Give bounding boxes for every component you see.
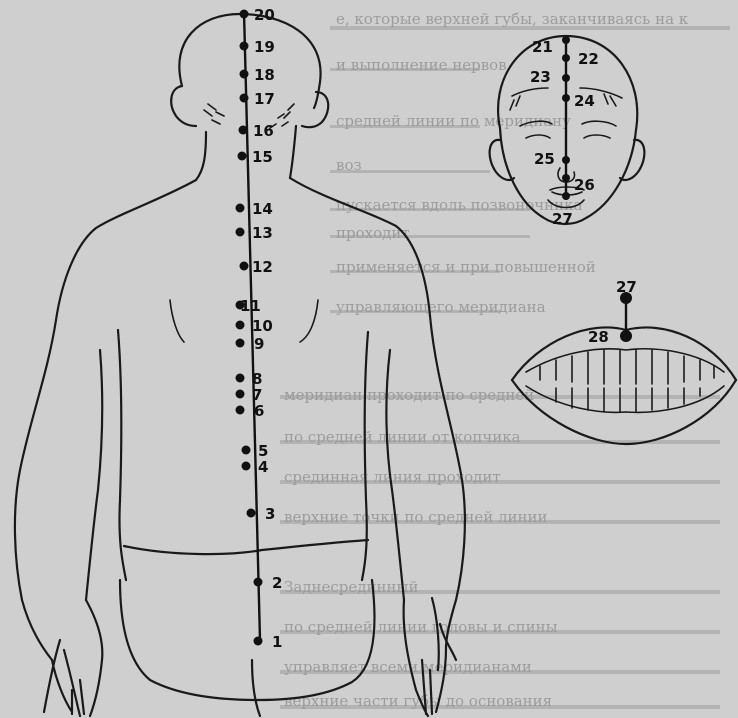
back-point-label-7: 7	[252, 386, 262, 404]
back-point-3	[247, 509, 256, 518]
background-text-line: верхние точки по средней линии	[284, 508, 547, 526]
back-point-label-10: 10	[252, 317, 273, 335]
back-point-label-8: 8	[252, 370, 262, 388]
background-text-line: воз	[336, 156, 362, 174]
back-point-label-1: 1	[272, 633, 282, 651]
back-point-8	[236, 374, 245, 383]
background-text-line: Заднесрединный	[284, 578, 418, 596]
back-point-2	[254, 578, 263, 587]
back-point-label-2: 2	[272, 574, 282, 592]
back-point-label-16: 16	[253, 122, 274, 140]
mouth-figure	[512, 300, 736, 444]
mouth-point-label-28: 28	[588, 328, 609, 346]
back-point-label-5: 5	[258, 442, 268, 460]
back-point-15	[238, 152, 247, 161]
face-point-27	[562, 192, 570, 200]
back-point-17	[240, 94, 249, 103]
back-point-label-13: 13	[252, 224, 273, 242]
background-text-line: по средней линии от копчика	[284, 428, 521, 446]
back-point-7	[236, 390, 245, 399]
back-point-4	[242, 462, 251, 471]
background-text-line: меридиан проходит по средней	[284, 386, 534, 404]
background-text-line: по средней линии головы и спины	[284, 618, 558, 636]
background-text-line: и выполнение нервов	[336, 56, 507, 74]
back-point-1	[254, 637, 263, 646]
back-point-label-4: 4	[258, 458, 268, 476]
mouth-point-label-27: 27	[616, 278, 637, 296]
back-point-label-15: 15	[252, 148, 273, 166]
back-point-label-19: 19	[254, 38, 275, 56]
face-point-label-21: 21	[532, 38, 553, 56]
back-point-label-14: 14	[252, 200, 273, 218]
back-point-20	[240, 10, 249, 19]
background-text-line: применяется и при повышенной	[336, 258, 596, 276]
back-point-label-17: 17	[254, 90, 275, 108]
back-point-label-9: 9	[254, 335, 264, 353]
face-point-label-22: 22	[578, 50, 599, 68]
back-point-label-20: 20	[254, 6, 275, 24]
face-point-label-27: 27	[552, 210, 573, 228]
background-text-line: е, которые верхней губы, заканчиваясь на…	[336, 10, 689, 28]
face-point-22	[562, 54, 570, 62]
background-text-line: управляет всеми меридианами	[284, 658, 532, 676]
face-point-label-24: 24	[574, 92, 595, 110]
background-text-line: управляющего меридиана	[336, 298, 546, 316]
acupoints: 1234567891011121314151617181920212223242…	[236, 6, 637, 651]
back-point-13	[236, 228, 245, 237]
mouth-point-28	[620, 330, 632, 342]
face-point-26	[562, 174, 570, 182]
back-point-19	[240, 42, 249, 51]
back-point-12	[240, 262, 249, 271]
face-point-24	[562, 94, 570, 102]
back-point-label-11: 11	[240, 297, 261, 315]
back-point-14	[236, 204, 245, 213]
back-point-label-3: 3	[265, 505, 275, 523]
back-point-18	[240, 70, 249, 79]
face-point-23	[562, 74, 570, 82]
background-text-line: проходит	[336, 224, 410, 242]
back-point-16	[239, 126, 248, 135]
background-text: е, которые верхней губы, заканчиваясь на…	[284, 10, 689, 710]
face-point-label-25: 25	[534, 150, 555, 168]
background-text-line: срединная линия проходит	[284, 468, 501, 486]
back-point-6	[236, 406, 245, 415]
face-point-label-26: 26	[574, 176, 595, 194]
back-point-5	[242, 446, 251, 455]
background-text-line: пускается вдоль позвоночника	[336, 196, 583, 214]
face-point-25	[562, 156, 570, 164]
back-point-9	[236, 339, 245, 348]
back-point-10	[236, 321, 245, 330]
face-point-21	[562, 36, 570, 44]
back-point-label-18: 18	[254, 66, 275, 84]
face-point-label-23: 23	[530, 68, 551, 86]
back-point-label-6: 6	[254, 402, 264, 420]
back-point-label-12: 12	[252, 258, 273, 276]
